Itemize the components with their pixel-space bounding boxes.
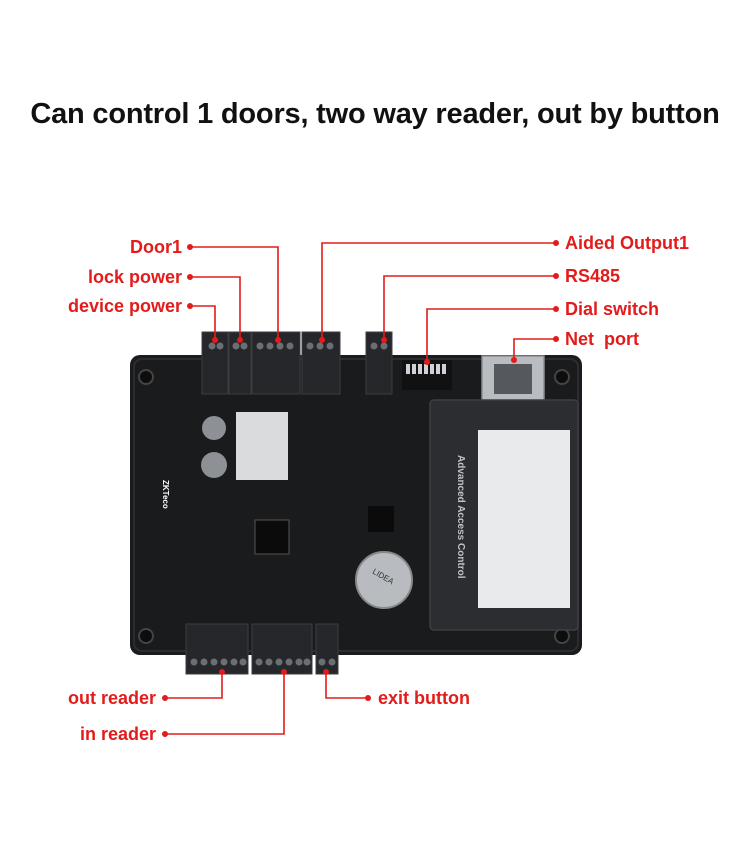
module-label xyxy=(478,430,570,608)
side-brand: ZKTeco xyxy=(161,480,170,509)
dial-switch-keys xyxy=(406,364,446,374)
relay xyxy=(236,412,288,480)
coin-battery xyxy=(355,551,413,609)
callout-lock-power xyxy=(187,274,243,343)
callout-exit-button xyxy=(323,669,371,701)
mount-hole xyxy=(138,369,154,385)
net-port-opening xyxy=(494,364,532,394)
callout-rs485 xyxy=(381,273,559,343)
label-lock-power: lock power xyxy=(88,267,182,287)
label-dial-switch: Dial switch xyxy=(565,299,659,319)
callout-door1 xyxy=(187,244,281,343)
callout-out-reader xyxy=(162,669,225,701)
callout-aided-output xyxy=(319,240,559,343)
callout-dial-switch xyxy=(424,306,559,365)
callout-in-reader xyxy=(162,669,287,737)
label-rs485: RS485 xyxy=(565,266,620,286)
callout-net-port xyxy=(511,336,559,363)
module-text: Advanced Access Control xyxy=(455,455,466,579)
label-exit-button: exit button xyxy=(378,688,470,708)
label-device-power: device power xyxy=(68,296,182,316)
callout-device-power xyxy=(187,303,218,343)
label-in-reader: in reader xyxy=(80,724,156,744)
mount-hole xyxy=(554,369,570,385)
mount-hole xyxy=(554,628,570,644)
main-chip xyxy=(254,519,290,555)
label-out-reader: out reader xyxy=(68,688,156,708)
capacitor xyxy=(202,416,226,440)
page-title: Can control 1 doors, two way reader, out… xyxy=(30,98,720,130)
bottom-terminal-screws xyxy=(190,658,336,666)
mount-hole xyxy=(138,628,154,644)
network-chip xyxy=(368,506,394,532)
label-door1: Door1 xyxy=(130,237,182,257)
capacitor xyxy=(201,452,227,478)
label-net-port: Net port xyxy=(565,329,639,349)
label-aided-output: Aided Output1 xyxy=(565,233,689,253)
top-terminal-screws xyxy=(208,342,388,350)
